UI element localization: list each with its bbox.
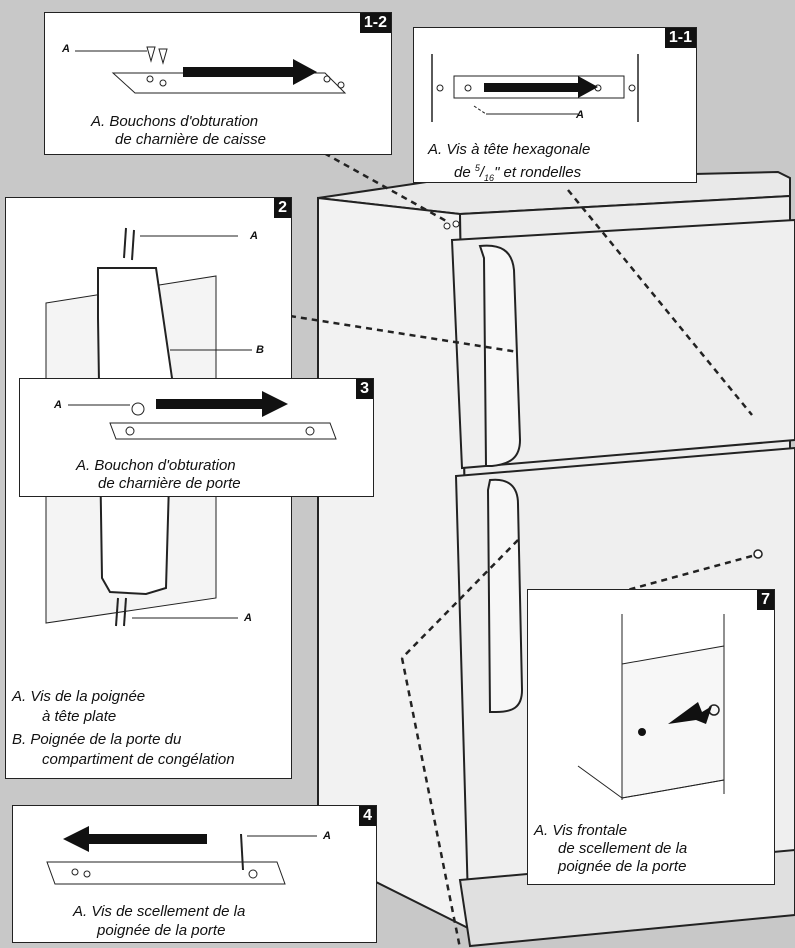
handle-seal-screw-diagram — [46, 826, 317, 885]
caption-a-line-2: à tête plate — [42, 708, 117, 725]
step-badge-4: 4 — [359, 806, 376, 826]
fraction-numerator: 5 — [474, 163, 480, 173]
caption-line-2: de charnière de porte — [98, 475, 241, 492]
cabinet-hinge-diagram — [75, 46, 347, 94]
label-a: A — [323, 830, 331, 842]
step-badge-1-1: 1-1 — [664, 28, 696, 48]
label-a: A — [62, 43, 70, 55]
fresh-food-handle — [486, 478, 524, 713]
caption-text: " et rondelles — [494, 164, 582, 181]
freezer-handle — [478, 244, 522, 467]
panel-3: 3 A A. Bouchon d'obturation de charnière… — [19, 378, 374, 497]
step-badge-7: 7 — [757, 590, 774, 610]
caption-line-2: de 5/16" et rondelles — [454, 163, 582, 183]
caption-line-1: A. Vis frontale — [534, 822, 628, 839]
caption-b-line-2: compartiment de congélation — [42, 751, 235, 768]
caption-b-line-1: B. Poignée de la porte du — [12, 731, 182, 748]
hinge-screws-diagram — [431, 54, 639, 122]
label-a-top: A — [250, 230, 258, 242]
freezer-door — [450, 218, 795, 470]
step-badge-3: 3 — [356, 379, 373, 399]
panel-1-1: 1-1 A A. Vis à tête hexagonale de 5/16" … — [413, 27, 697, 183]
label-a-bottom: A — [244, 612, 252, 624]
step-badge-1-2: 1-2 — [359, 13, 391, 33]
caption-line-1: A. Vis de scellement de la — [73, 903, 246, 920]
caption-line-2: poignée de la porte — [97, 922, 226, 939]
caption-text: de — [454, 164, 475, 181]
caption-line-3: poignée de la porte — [558, 858, 687, 875]
caption-line-1: A. Vis à tête hexagonale — [428, 141, 591, 158]
step-badge-2: 2 — [274, 198, 291, 218]
label-a: A — [576, 109, 584, 121]
caption-line-1: A. Bouchons d'obturation — [91, 113, 259, 130]
caption-line-2: de scellement de la — [558, 840, 688, 857]
caption-line-2: de charnière de caisse — [115, 131, 266, 148]
label-a: A — [54, 399, 62, 411]
front-seal-screw-diagram — [577, 614, 725, 800]
panel-7: 7 A. Vis frontale de scellement de la po… — [527, 589, 775, 885]
label-b: B — [256, 344, 264, 356]
fraction-denominator: 16 — [484, 173, 495, 183]
panel-1-2: 1-2 A A. Bouchons d'obturation de charni… — [44, 12, 392, 155]
caption-a-line-1: A. Vis de la poignée — [12, 688, 146, 705]
caption-line-1: A. Bouchon d'obturation — [76, 457, 236, 474]
panel-4: 4 A A. Vis de scellement de la poignée d… — [12, 805, 377, 943]
door-hinge-diagram — [68, 391, 337, 440]
